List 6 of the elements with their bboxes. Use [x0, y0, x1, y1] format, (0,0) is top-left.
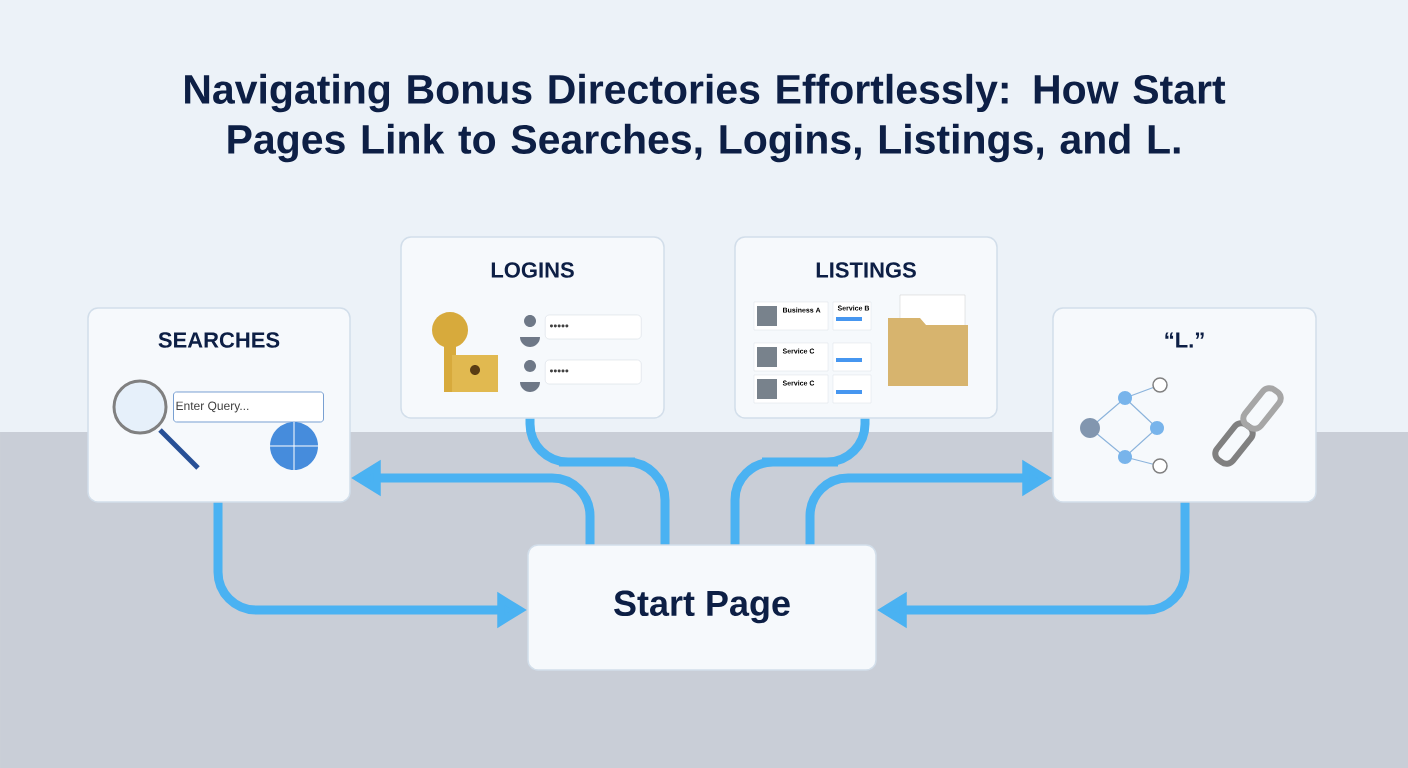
password-field: ••••• — [545, 314, 642, 340]
card: “L.” — [1052, 307, 1317, 503]
title: Navigating Bonus Directories Effortlessly: How Start Pages Link to Searches, Logins, Listings, and L. — [185, 73, 1226, 163]
start-page-box: Start Page — [527, 544, 877, 671]
password-field: ••••• — [545, 359, 642, 385]
search-field: Enter Query... — [173, 391, 324, 423]
